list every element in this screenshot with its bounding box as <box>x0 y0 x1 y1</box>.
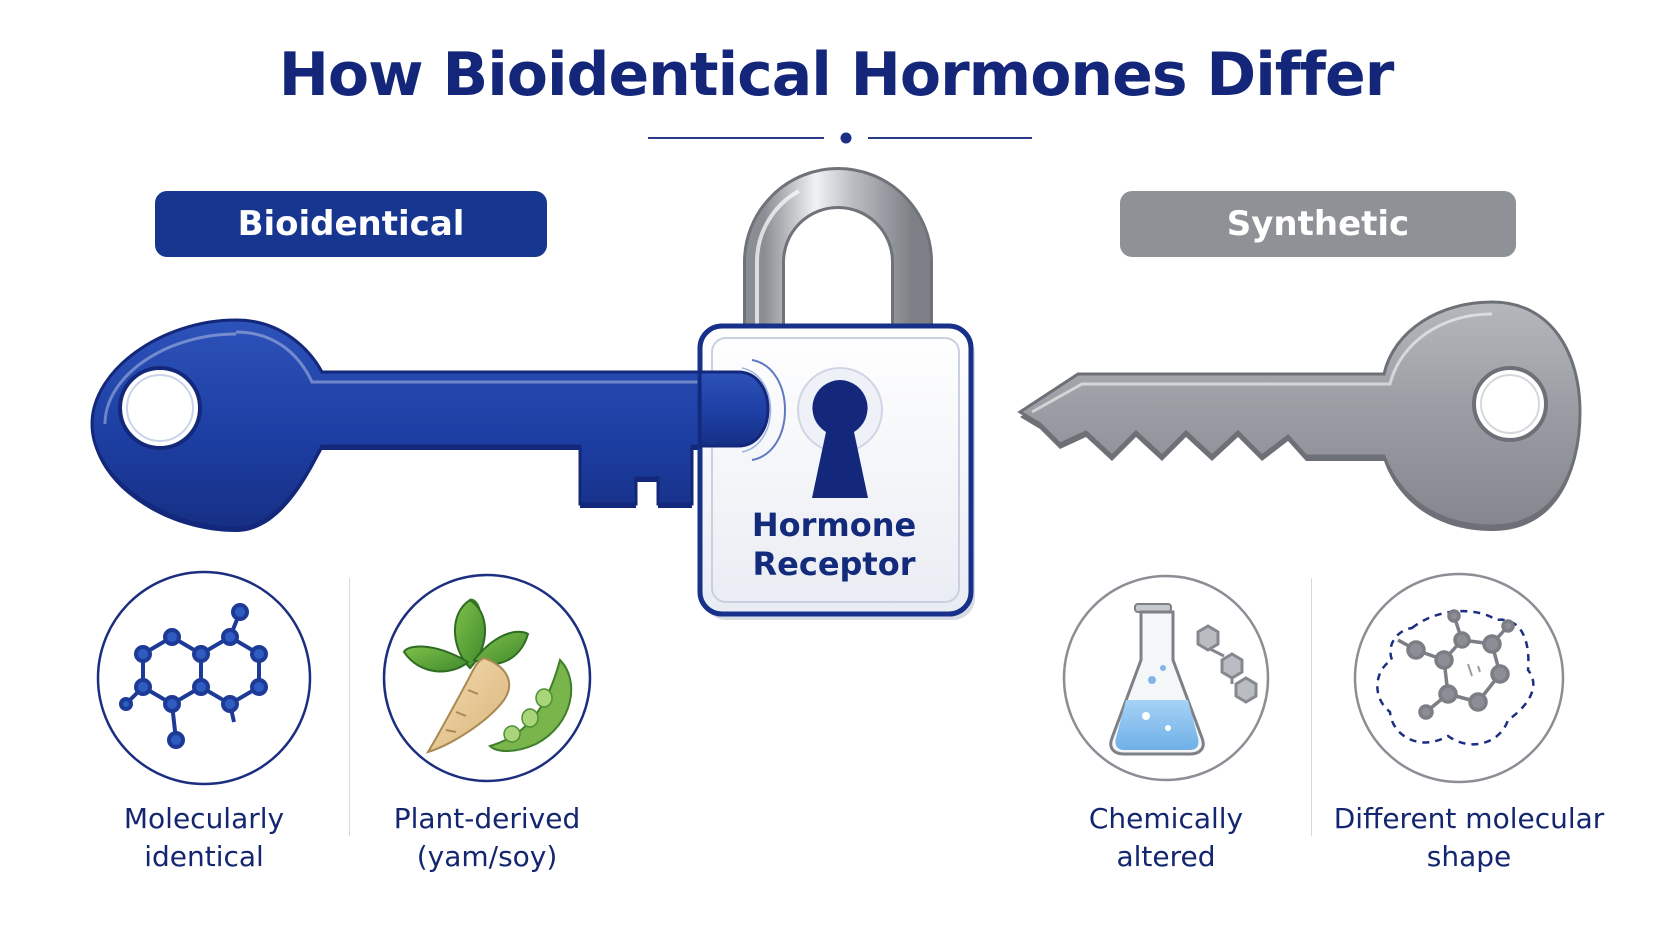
plant-yam-soy-icon <box>402 598 573 754</box>
caption-chemically-altered: Chemically altered <box>1088 802 1244 873</box>
keyhole-icon <box>797 367 883 498</box>
caption-plant-derived: Plant-derived (yam/soy) <box>393 802 581 873</box>
molecule-icon <box>119 603 268 749</box>
synthetic-label: Synthetic <box>1120 191 1516 257</box>
bioidentical-label: Bioidentical <box>155 191 547 257</box>
title-divider <box>648 132 1032 144</box>
altered-molecule-icon <box>1376 609 1535 746</box>
synthetic-key-icon <box>1017 300 1582 531</box>
bioidentical-key-icon <box>90 318 770 532</box>
receptor-line-2: Receptor <box>752 545 916 583</box>
caption-molecularly-identical: Molecularly identical <box>123 802 285 873</box>
page-title: How Bioidentical Hormones Differ <box>278 40 1395 110</box>
separator-right <box>1311 578 1312 836</box>
caption-different-shape: Different molecular shape <box>1333 802 1605 873</box>
feature-circle-shape <box>1353 572 1565 784</box>
feature-circle-molecular <box>96 570 312 786</box>
flask-icon <box>1109 603 1258 756</box>
separator-left <box>349 578 350 836</box>
receptor-line-1: Hormone <box>751 506 917 544</box>
hormone-receptor-label: Hormone Receptor <box>700 506 968 584</box>
